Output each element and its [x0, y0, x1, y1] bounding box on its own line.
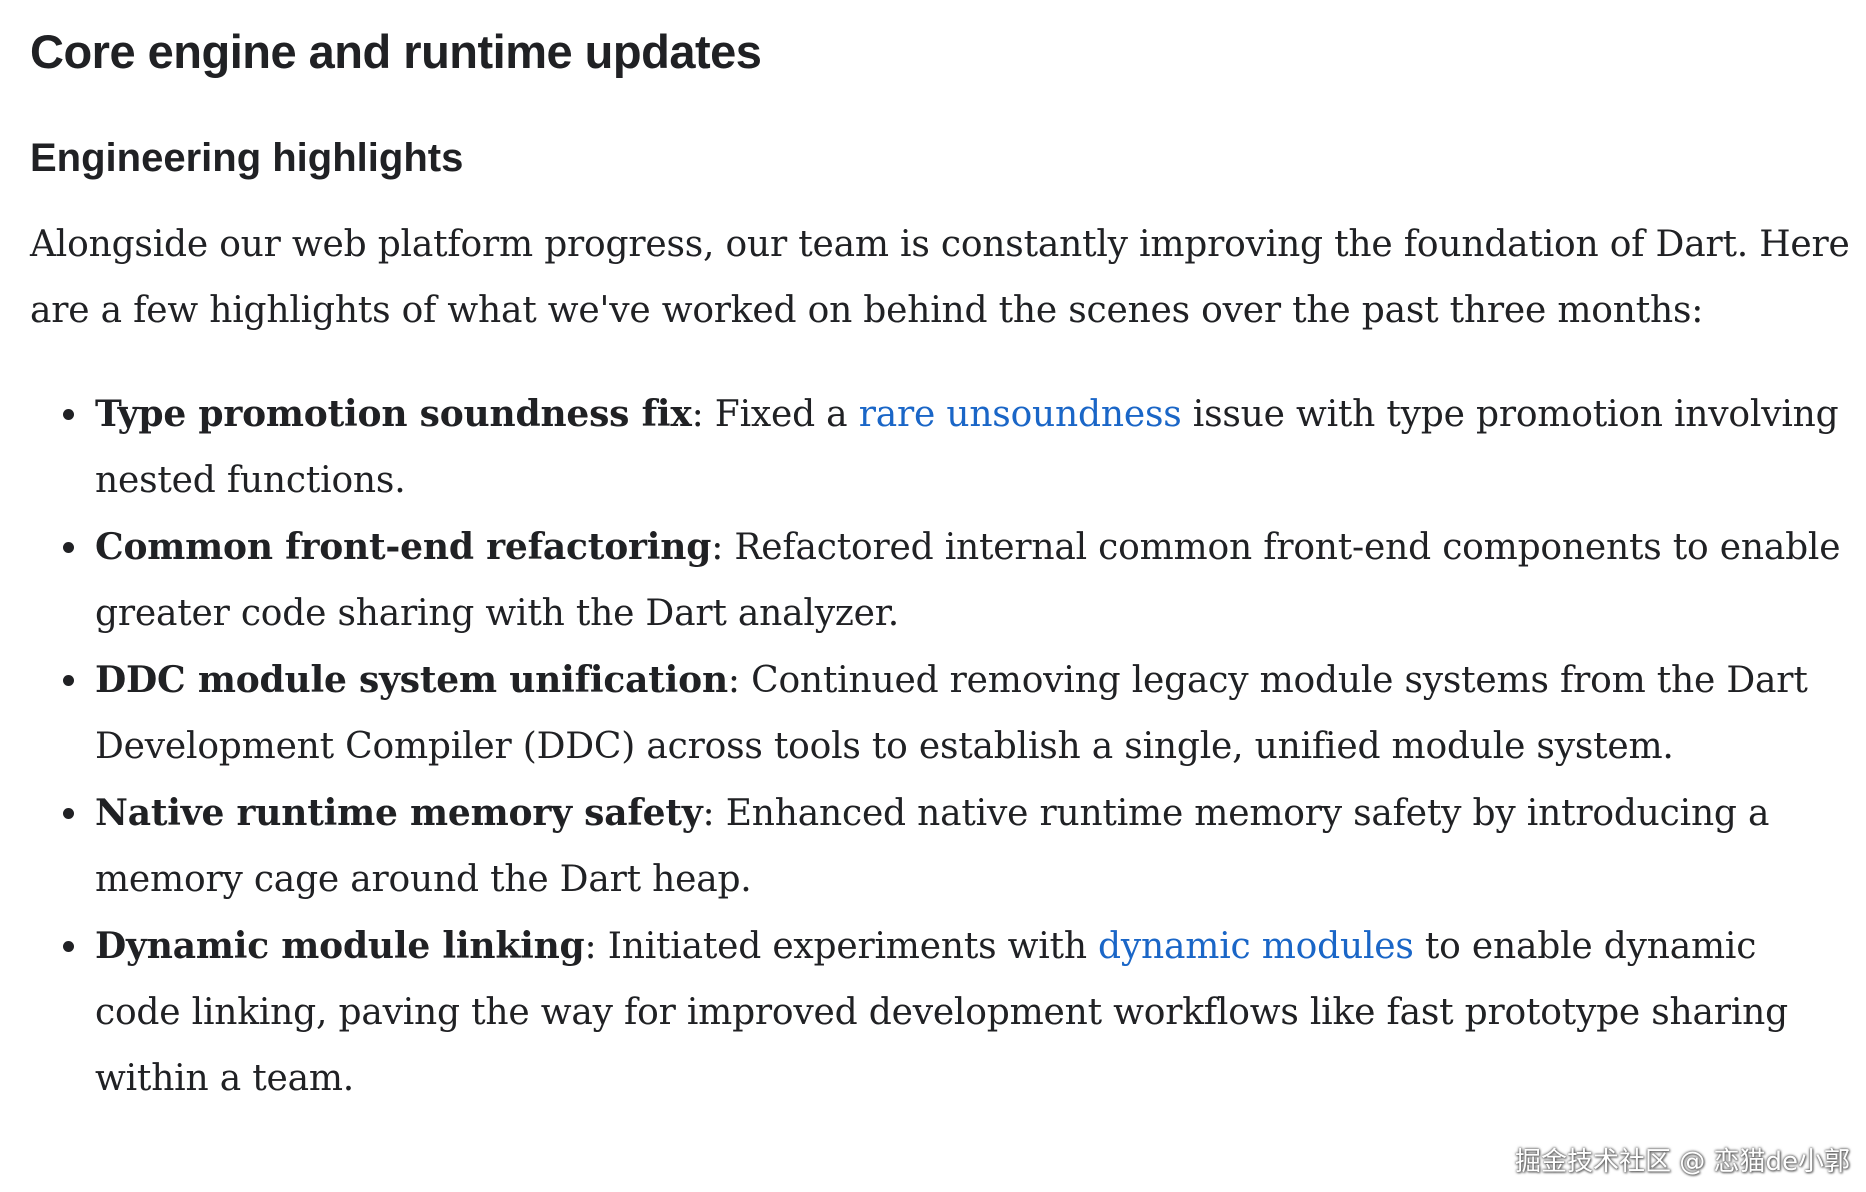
- highlight-text: issue with type promotion involving nest…: [95, 394, 1839, 501]
- list-item: Common front-end refactoring: Refactored…: [30, 514, 1850, 647]
- watermark: 掘金技术社区 @ 恋猫de小郭: [1514, 1147, 1850, 1177]
- list-item: Dynamic module linking: Initiated experi…: [30, 913, 1850, 1112]
- highlight-separator: :: [727, 660, 752, 701]
- highlight-separator: :: [691, 394, 715, 435]
- highlight-text: Refactored internal common front-end com…: [95, 527, 1841, 634]
- highlight-text: Continued removing legacy module systems…: [95, 660, 1808, 767]
- dynamic-modules-link[interactable]: dynamic modules: [1098, 926, 1414, 967]
- highlight-text: Initiated experiments with: [607, 926, 1099, 967]
- rare-unsoundness-link[interactable]: rare unsoundness: [858, 394, 1182, 435]
- highlight-term: Native runtime memory safety: [95, 792, 703, 834]
- highlight-text: Enhanced native runtime memory safety by…: [95, 793, 1770, 900]
- bullet-icon: [63, 675, 74, 686]
- highlight-term: Type promotion soundness fix: [95, 393, 692, 435]
- intro-paragraph: Alongside our web platform progress, our…: [30, 224, 1850, 331]
- highlight-term: DDC module system unification: [95, 659, 728, 701]
- bullet-icon: [63, 941, 74, 952]
- highlight-separator: :: [584, 926, 608, 967]
- section-title: Core engine and runtime updates: [30, 25, 762, 78]
- highlight-term: Common front-end refactoring: [95, 526, 712, 568]
- list-item: Type promotion soundness fix: Fixed a ra…: [30, 381, 1850, 514]
- bullet-icon: [63, 409, 74, 420]
- highlights-list: Type promotion soundness fix: Fixed a ra…: [30, 381, 1850, 1112]
- sub-title: Engineering highlights: [30, 136, 464, 180]
- highlight-separator: :: [711, 527, 735, 568]
- bullet-icon: [63, 808, 74, 819]
- highlight-text: Fixed a: [714, 394, 859, 435]
- highlight-separator: :: [702, 793, 726, 834]
- highlight-term: Dynamic module linking: [95, 925, 585, 967]
- bullet-icon: [63, 542, 74, 553]
- list-item: Native runtime memory safety: Enhanced n…: [30, 780, 1850, 913]
- article: Core engine and runtime updates Engineer…: [30, 0, 1850, 1112]
- highlight-text: to enable dynamic code linking, paving t…: [95, 926, 1788, 1099]
- list-item: DDC module system unification: Continued…: [30, 647, 1850, 780]
